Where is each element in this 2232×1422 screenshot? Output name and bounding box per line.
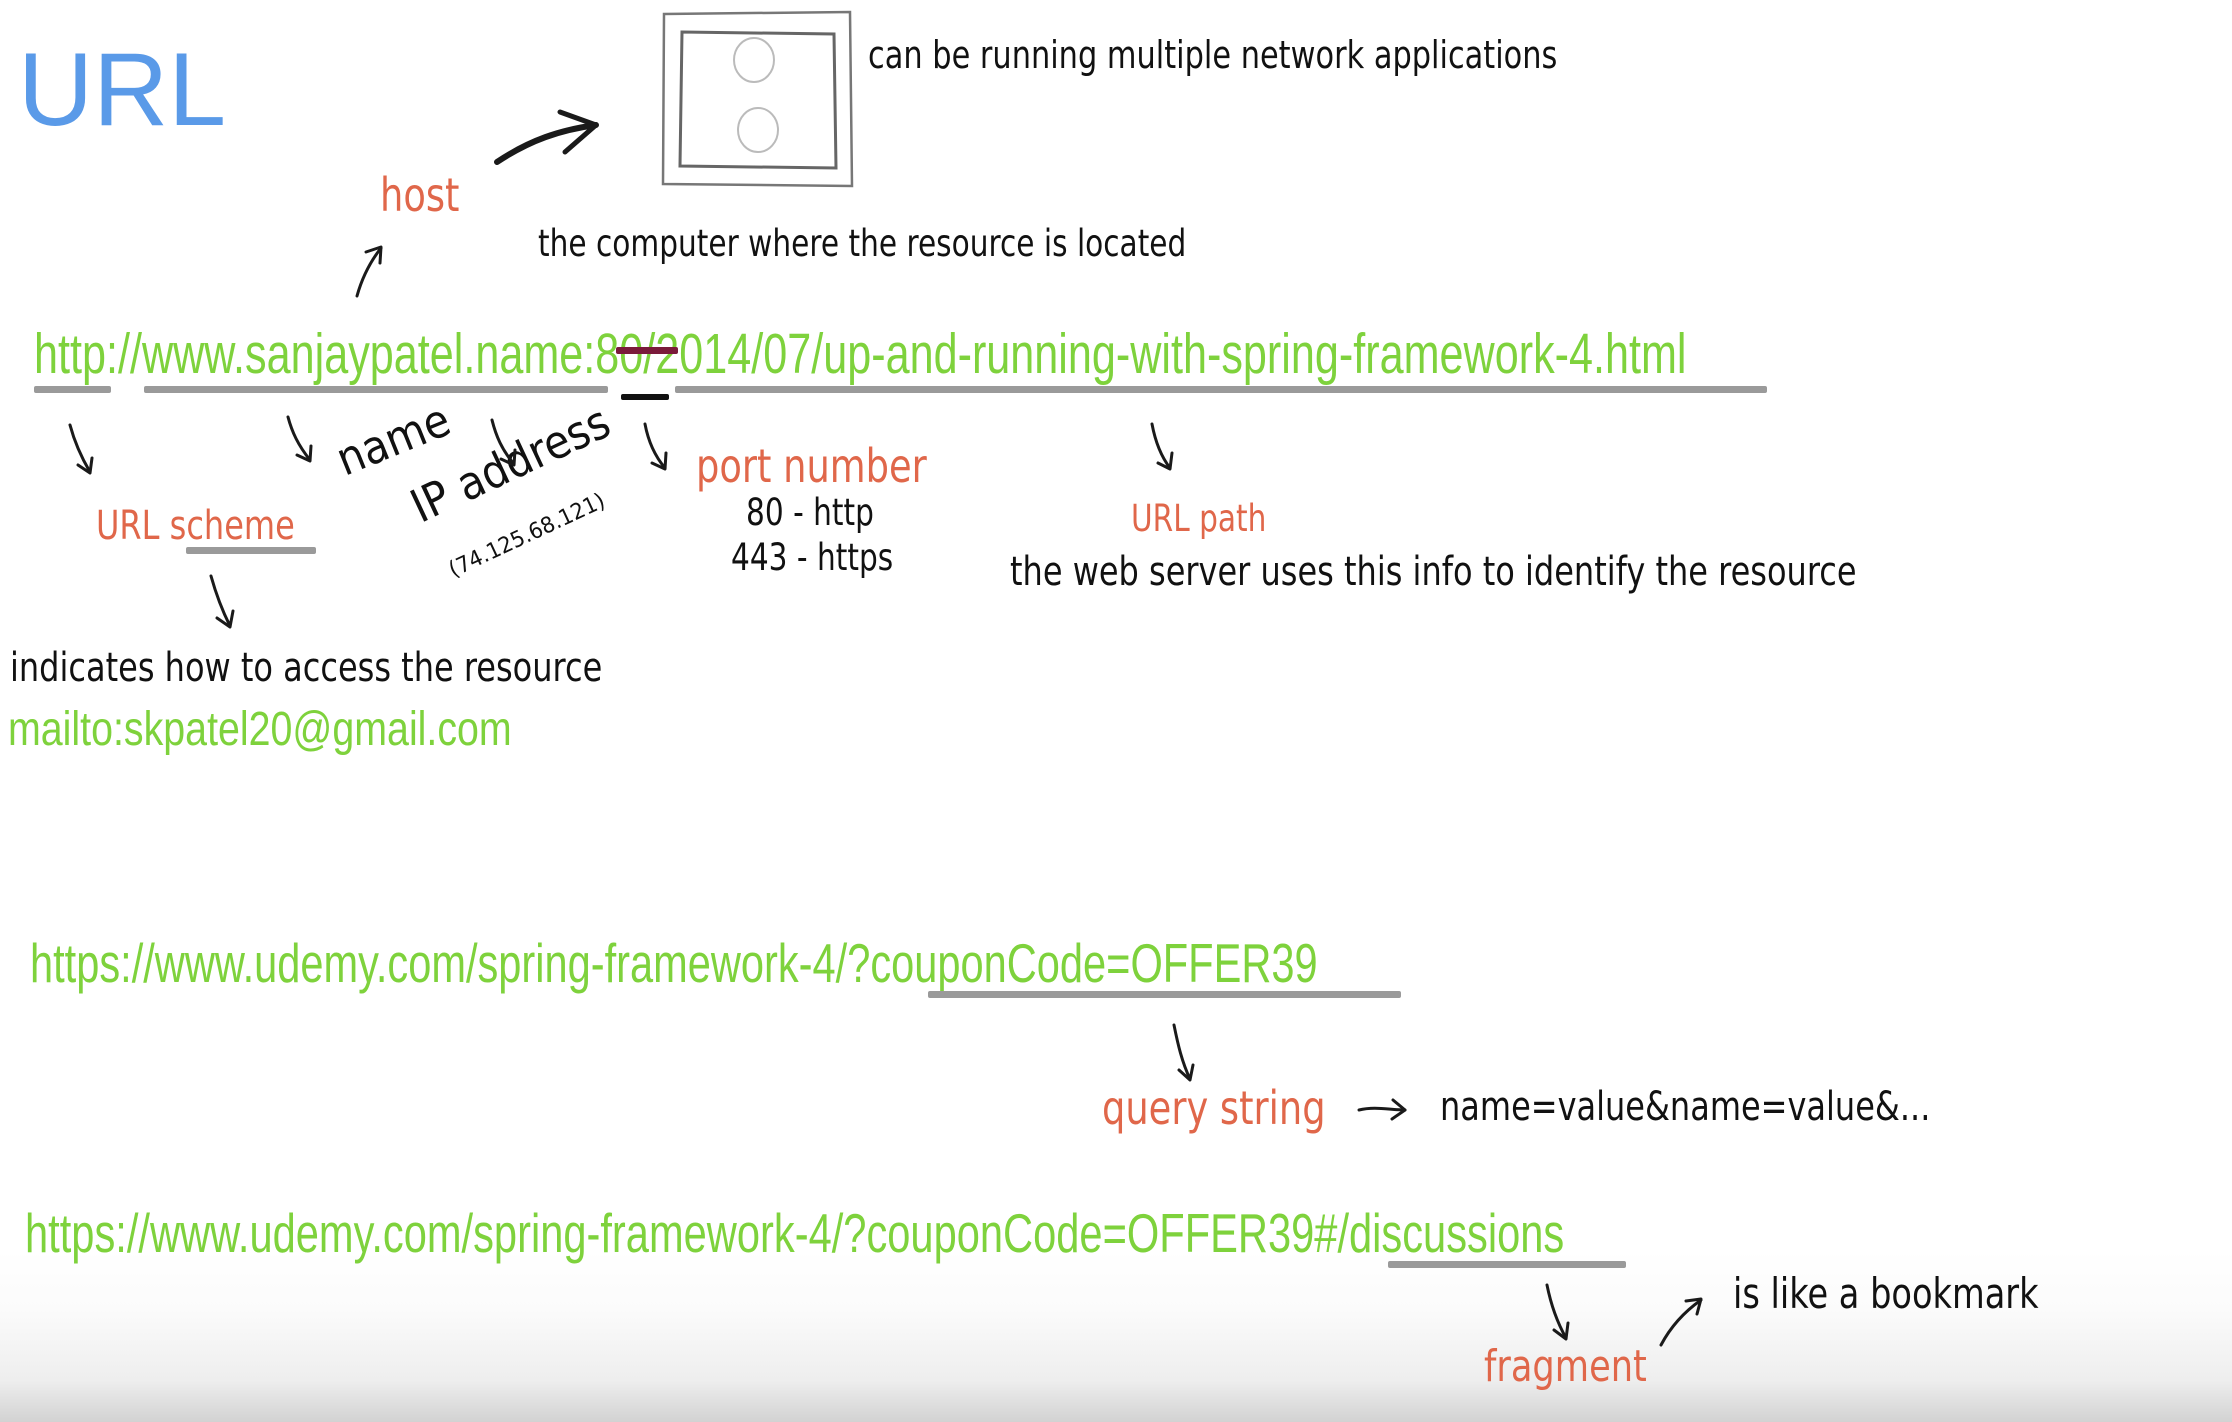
- arrow-down-path-icon: [1150, 422, 1174, 471]
- url-path-label: URL path: [1131, 497, 1267, 540]
- arrow-down-port-icon: [643, 422, 668, 471]
- arrow-up-fragment-description-icon: [1659, 1297, 1703, 1347]
- url2-query-part: couponCode=OFFER39: [870, 932, 1318, 994]
- fragment-description: is like a bookmark: [1733, 1269, 2039, 1318]
- url-path-part: /2014/07/up-and-running-with-spring-fram…: [643, 322, 1687, 386]
- query-string-label: query string: [1102, 1081, 1326, 1135]
- arrow-up-to-host-icon: [355, 245, 383, 298]
- url2-prefix: https://www.udemy.com/spring-framework-4…: [30, 932, 871, 994]
- arrow-down-name-icon: [286, 415, 313, 463]
- url-scheme-part: http:: [34, 322, 118, 386]
- port-value-http: 80 - http: [746, 491, 874, 534]
- arrow-right-query-format-icon: [1357, 1098, 1407, 1121]
- computer-monitor-icon: [661, 10, 854, 188]
- scheme-description: indicates how to access the resource: [10, 645, 603, 691]
- host-description: the computer where the resource is locat…: [538, 222, 1187, 265]
- scheme-example-mailto: mailto:skpatel20@gmail.com: [8, 703, 512, 756]
- scheme-underline: [34, 386, 111, 393]
- url-colon-part: :: [583, 322, 596, 386]
- url3-fragment-part: #/discussions: [1314, 1202, 1565, 1264]
- port-strike-mark: [616, 347, 678, 354]
- path-underline: [675, 386, 1767, 393]
- url-scheme-label-word: scheme: [169, 503, 295, 549]
- arrow-down-scheme-description-icon: [209, 574, 235, 629]
- monitor-caption: can be running multiple network applicat…: [868, 33, 1558, 77]
- arrow-host-to-monitor-icon: [494, 109, 599, 165]
- port-underline: [621, 394, 669, 400]
- slide-title: URL: [18, 32, 227, 148]
- host-label: host: [380, 168, 460, 222]
- url-path-description: the web server uses this info to identif…: [1010, 549, 1857, 595]
- query-string-format: name=value&name=value&...: [1440, 1084, 1931, 1130]
- query-underline: [928, 991, 1401, 998]
- arrow-down-scheme-icon: [68, 423, 94, 475]
- scheme-word-underline: [186, 547, 316, 554]
- fragment-label: fragment: [1484, 1341, 1647, 1392]
- url3-prefix: https://www.udemy.com/spring-framework-4…: [25, 1202, 1315, 1264]
- arrow-down-fragment-icon: [1545, 1283, 1570, 1341]
- url-port-part: 80: [595, 322, 644, 386]
- url-example-2: https://www.udemy.com/spring-framework-4…: [30, 936, 1318, 991]
- port-number-label: port number: [696, 439, 927, 493]
- url-example-1: http://www.sanjaypatel.name:80/2014/07/u…: [34, 326, 1687, 383]
- fragment-underline: [1388, 1261, 1626, 1268]
- url-host-part: www.sanjaypatel.name: [141, 322, 584, 386]
- port-value-https: 443 - https: [731, 536, 894, 579]
- arrow-down-query-icon: [1172, 1023, 1195, 1082]
- url-separator-part: //: [117, 322, 142, 386]
- host-underline: [144, 386, 608, 393]
- url-scheme-label: URL scheme: [96, 506, 295, 546]
- url-example-3: https://www.udemy.com/spring-framework-4…: [25, 1206, 1564, 1261]
- url-scheme-label-prefix: URL: [96, 503, 170, 549]
